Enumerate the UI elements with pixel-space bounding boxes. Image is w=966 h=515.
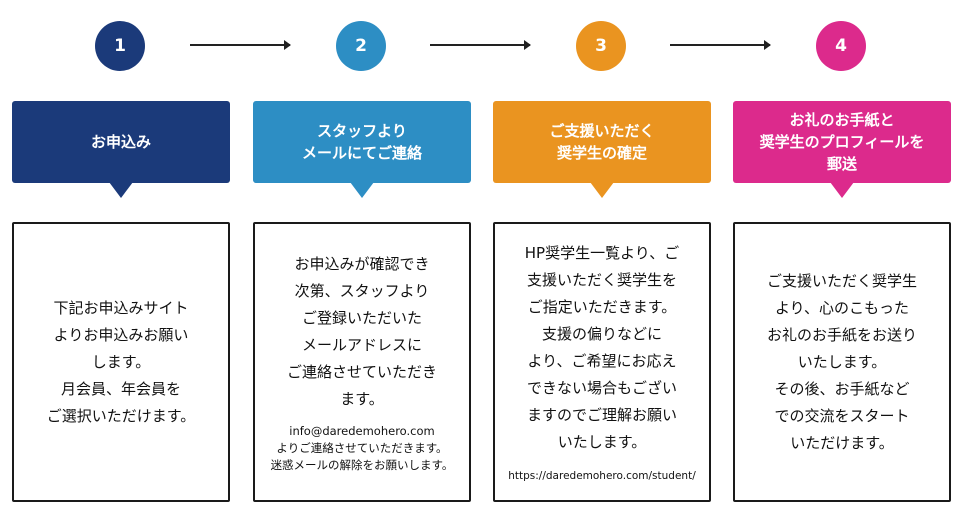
step-3-number: 3 [576,21,626,71]
step-2-description-box: お申込みが確認でき 次第、スタッフより ご登録いただいた メールアドレスに ご連… [253,222,471,502]
arrow-2-to-3 [430,40,531,50]
arrow-1-to-2 [190,40,291,50]
step-1-description-box: 下記お申込みサイト よりお申込みお願い します。 月会員、年会員を ご選択いただ… [12,222,230,502]
step-1-number: 1 [95,21,145,71]
step-2-pointer [350,182,374,198]
arrow-3-to-4 [670,40,771,50]
step-2-number: 2 [336,21,386,71]
step-4: 4 お礼のお手紙と 奨学生のプロフィールを 郵送 ご支援いただく奨学生 より、心… [733,0,951,515]
step-2-email-note: info@daredemohero.com よりご連絡させていただきます。 迷惑… [270,423,454,472]
step-4-description: ご支援いただく奨学生 より、心のこもった お礼のお手紙をお送り いたします。 そ… [766,271,917,452]
step-4-number: 4 [816,21,866,71]
step-4-description-box: ご支援いただく奨学生 より、心のこもった お礼のお手紙をお送り いたします。 そ… [733,222,951,502]
step-1: 1 お申込み 下記お申込みサイト よりお申込みお願い します。 月会員、年会員を… [12,0,230,515]
step-3: 3 ご支援いただく 奨学生の確定 HP奨学生一覧より、ご 支援いただく奨学生を … [493,0,711,515]
step-4-title: お礼のお手紙と 奨学生のプロフィールを 郵送 [733,101,951,183]
step-3-pointer [590,182,614,198]
step-3-student-link[interactable]: https://daredemohero.com/student/ [508,470,696,482]
step-1-title: お申込み [12,101,230,183]
step-4-pointer [830,182,854,198]
step-3-description-box: HP奨学生一覧より、ご 支援いただく奨学生を ご指定いただきます。 支援の偏りな… [493,222,711,502]
step-2-description: お申込みが確認でき 次第、スタッフより ご登録いただいた メールアドレスに ご連… [286,254,437,408]
step-2-title: スタッフより メールにてご連絡 [253,101,471,183]
step-3-description: HP奨学生一覧より、ご 支援いただく奨学生を ご指定いただきます。 支援の偏りな… [524,244,680,451]
step-3-title: ご支援いただく 奨学生の確定 [493,101,711,183]
step-1-pointer [109,182,133,198]
step-1-description: 下記お申込みサイト よりお申込みお願い します。 月会員、年会員を ご選択いただ… [46,298,196,425]
step-2: 2 スタッフより メールにてご連絡 お申込みが確認でき 次第、スタッフより ご登… [253,0,471,515]
